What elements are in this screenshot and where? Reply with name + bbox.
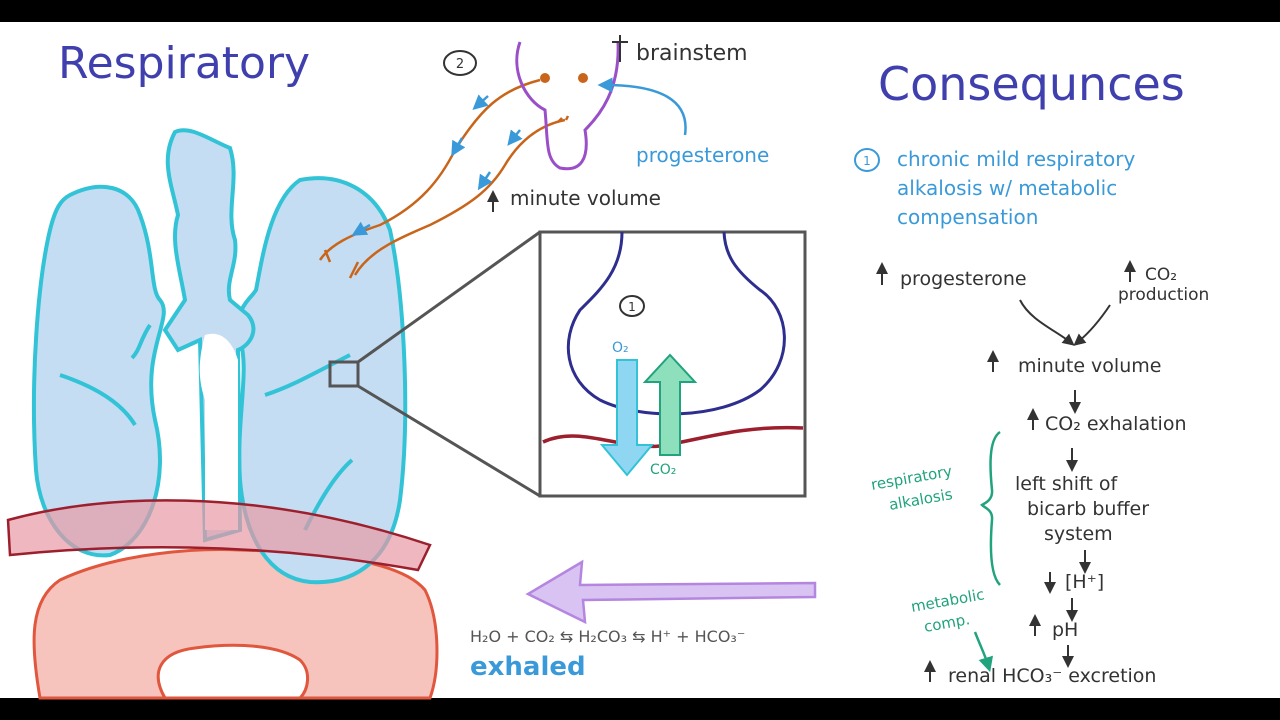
- flow-co2-line-2: production: [1118, 285, 1209, 305]
- uterus-illustration: [32, 548, 439, 700]
- co2-label: CO₂: [650, 462, 676, 478]
- brainstem-label: brainstem: [636, 41, 748, 66]
- respiratory-alkalosis-bracket: [980, 430, 1001, 586]
- flow-co2-exhalation: CO₂ exhalation: [1045, 413, 1186, 435]
- flow-renal-excretion: renal HCO₃⁻ excretion: [948, 665, 1156, 687]
- step-2-circle: [443, 50, 477, 76]
- exhaled-label: exhaled: [470, 652, 586, 682]
- brainstem-nucleus-left: [540, 73, 550, 83]
- step-2-number: 2: [456, 57, 464, 72]
- co2-diffusion-arrow: [642, 353, 698, 456]
- flow-co2-line-1: CO₂: [1145, 265, 1177, 285]
- brainstem-drawing: [515, 41, 620, 171]
- right-title: Consequnces: [878, 57, 1185, 111]
- item-1-number: 1: [863, 154, 871, 168]
- o2-label: O₂: [612, 340, 629, 356]
- flow-merge-arrow-right: [1073, 304, 1111, 346]
- item-1-circle: [854, 148, 880, 172]
- flow-merge-arrow-left: [1019, 299, 1075, 346]
- flow-left-shift-line-1: left shift of: [1015, 473, 1119, 495]
- step-1-circle: [619, 295, 645, 317]
- bicarb-equation: H₂O + CO₂ ⇆ H₂CO₃ ⇆ H⁺ + HCO₃⁻: [470, 627, 745, 646]
- right-lung: [236, 176, 408, 585]
- flow-minute-volume: minute volume: [1018, 355, 1161, 377]
- flow-left-shift-line-3: system: [1044, 523, 1113, 545]
- step-1-number: 1: [628, 300, 636, 314]
- exhale-direction-arrow: [525, 559, 817, 625]
- nerve-pathways: [318, 78, 566, 279]
- metabolic-comp-arrow: [973, 631, 994, 673]
- o2-diffusion-arrow: [599, 359, 655, 477]
- flow-left-shift-line-2: bicarb buffer: [1027, 498, 1149, 520]
- flow-h-ions: [H⁺]: [1065, 571, 1104, 593]
- progesterone-arrow: [597, 77, 687, 136]
- flow-ph: pH: [1052, 619, 1078, 641]
- diaphragm-band: [6, 499, 432, 572]
- progesterone-label: progesterone: [636, 143, 769, 167]
- item-1-line-2: alkalosis w/ metabolic: [897, 176, 1117, 200]
- brainstem-nucleus-right: [578, 73, 588, 83]
- item-1-line-1: chronic mild respiratory: [897, 147, 1135, 171]
- item-1-line-3: compensation: [897, 205, 1038, 229]
- minute-volume-label: minute volume: [510, 186, 661, 210]
- lungs-illustration: [31, 128, 408, 585]
- brainstem-pointer: [612, 35, 628, 62]
- left-title: Respiratory: [58, 38, 310, 89]
- nerve-arrows: [351, 94, 523, 236]
- zoom-lines: [328, 230, 541, 498]
- flow-progesterone: progesterone: [900, 268, 1027, 290]
